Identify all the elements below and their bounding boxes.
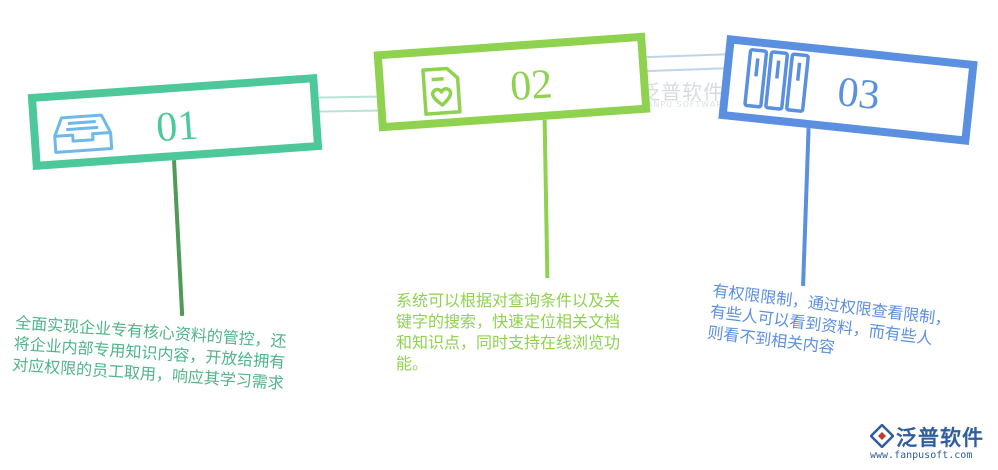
watermark-text: 泛普软件	[640, 80, 724, 104]
step-3-frame: 03	[718, 35, 978, 145]
watermark: 泛普软件 FANPU SOFTWARE	[600, 74, 740, 114]
step-2-stem	[542, 119, 550, 279]
brand-logo: 泛普软件 www.fanpusoft.com	[866, 422, 996, 466]
brand-name: 泛普软件	[896, 426, 984, 450]
watermark-subtext: FANPU SOFTWARE	[642, 100, 729, 109]
brand-url: www.fanpusoft.com	[870, 450, 973, 461]
binders-icon	[743, 48, 810, 113]
step-1-number: 01	[154, 102, 200, 152]
inbox-tray-icon	[53, 113, 114, 154]
step-1-frame: 01	[27, 73, 323, 171]
step-3-number: 03	[835, 69, 882, 120]
step-1-description: 全面实现企业专有核心资料的管控，还 将企业内部专用知识内容，开放给拥有 对应权限…	[11, 312, 288, 393]
brand-logo-icon	[870, 424, 894, 448]
step-3-description: 有权限限制，通过权限查看限制， 有些人可以看到资料，而有些人 则看不到相关内容	[706, 280, 953, 358]
step-3-stem	[801, 117, 811, 287]
step-2-number: 02	[508, 61, 554, 111]
step-2-frame: 02	[373, 32, 651, 132]
clipboard-heart-icon	[421, 66, 462, 116]
step-1-stem	[171, 156, 185, 316]
step-2-description: 系统可以根据对查询条件以及关 键字的搜索，快速定位相关文档 和知识点，同时支持在…	[396, 291, 621, 373]
